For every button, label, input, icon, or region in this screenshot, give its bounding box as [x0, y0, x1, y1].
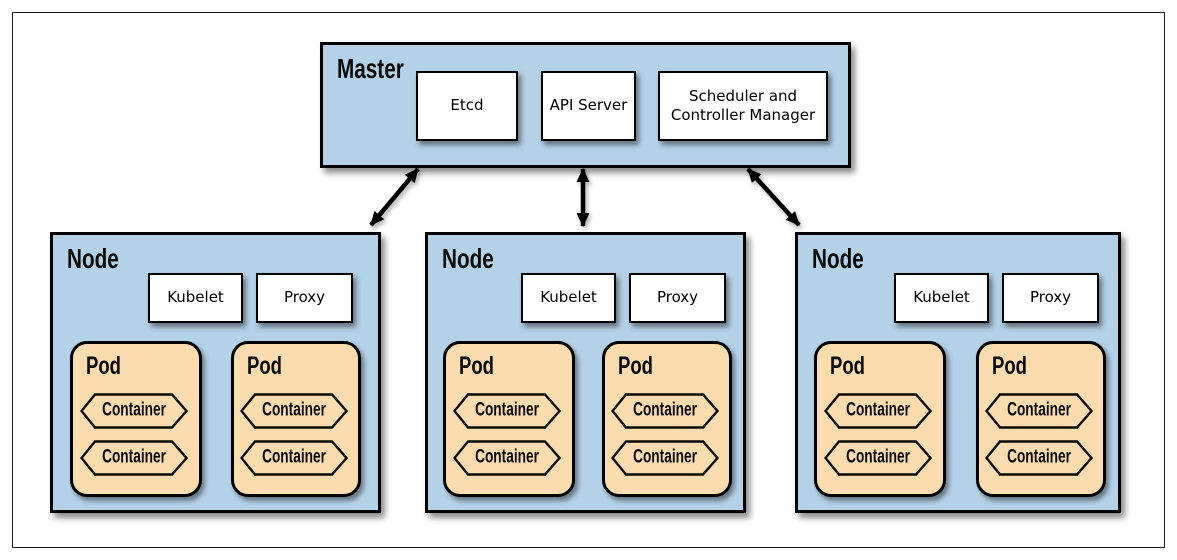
- container-shape: Container: [611, 440, 719, 476]
- kubelet-box: Kubelet: [894, 273, 989, 323]
- node-3-box: Node Kubelet Proxy Pod Container Contain…: [795, 232, 1121, 513]
- container-hexagon-outline: [611, 393, 719, 429]
- container-label: Container: [102, 446, 166, 468]
- pod-box: Pod Container Container: [231, 341, 361, 497]
- container-shape: Container: [453, 393, 561, 429]
- container-shape: Container: [824, 440, 932, 476]
- container-shape: Container: [985, 393, 1093, 429]
- container-label: Container: [846, 399, 910, 421]
- container-label: Container: [846, 446, 910, 468]
- node-1-box: Node Kubelet Proxy Pod Container Contain…: [50, 232, 381, 513]
- container-hexagon-outline: [453, 440, 561, 476]
- container-shape: Container: [453, 440, 561, 476]
- pod-label: Pod: [86, 352, 121, 380]
- node-label: Node: [812, 243, 864, 274]
- container-label: Container: [102, 399, 166, 421]
- container-shape: Container: [80, 440, 188, 476]
- container-label: Container: [633, 446, 697, 468]
- node-label: Node: [67, 243, 119, 274]
- pod-box: Pod Container Container: [976, 341, 1106, 497]
- container-shape: Container: [240, 393, 348, 429]
- pod-label: Pod: [618, 352, 653, 380]
- proxy-box: Proxy: [256, 273, 353, 323]
- pod-box: Pod Container Container: [814, 341, 946, 497]
- container-label: Container: [1007, 399, 1071, 421]
- container-hexagon-outline: [453, 393, 561, 429]
- container-shape: Container: [80, 393, 188, 429]
- container-hexagon-outline: [80, 440, 188, 476]
- container-label: Container: [262, 446, 326, 468]
- scheduler-controller-manager-box: Scheduler and Controller Manager: [658, 71, 828, 141]
- container-hexagon-outline: [824, 393, 932, 429]
- container-hexagon-outline: [985, 440, 1093, 476]
- pod-label: Pod: [830, 352, 865, 380]
- pod-box: Pod Container Container: [70, 341, 202, 497]
- container-shape: Container: [611, 393, 719, 429]
- node-2-box: Node Kubelet Proxy Pod Container Contain…: [425, 232, 746, 513]
- container-hexagon-outline: [824, 440, 932, 476]
- container-hexagon-outline: [80, 393, 188, 429]
- container-hexagon-outline: [611, 440, 719, 476]
- proxy-box: Proxy: [1002, 273, 1099, 323]
- pod-label: Pod: [459, 352, 494, 380]
- etcd-box: Etcd: [416, 71, 518, 141]
- container-shape: Container: [240, 440, 348, 476]
- master-label: Master: [337, 53, 404, 84]
- master-box: Master Etcd API Server Scheduler and Con…: [320, 42, 851, 168]
- container-shape: Container: [824, 393, 932, 429]
- pod-label: Pod: [247, 352, 282, 380]
- container-label: Container: [633, 399, 697, 421]
- pod-box: Pod Container Container: [602, 341, 732, 497]
- pod-label: Pod: [992, 352, 1027, 380]
- container-label: Container: [475, 446, 539, 468]
- node-label: Node: [442, 243, 494, 274]
- container-label: Container: [262, 399, 326, 421]
- proxy-box: Proxy: [629, 273, 726, 323]
- container-hexagon-outline: [240, 393, 348, 429]
- pod-box: Pod Container Container: [443, 341, 575, 497]
- kubelet-box: Kubelet: [148, 273, 243, 323]
- container-label: Container: [1007, 446, 1071, 468]
- container-shape: Container: [985, 440, 1093, 476]
- container-label: Container: [475, 399, 539, 421]
- kubelet-box: Kubelet: [521, 273, 616, 323]
- api-server-box: API Server: [541, 71, 636, 141]
- container-hexagon-outline: [985, 393, 1093, 429]
- container-hexagon-outline: [240, 440, 348, 476]
